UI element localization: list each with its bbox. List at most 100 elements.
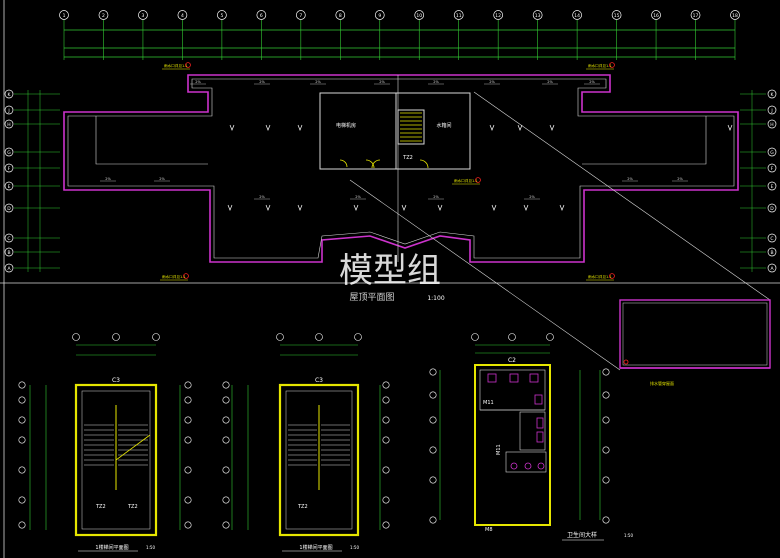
- toilet-door-2: M11: [496, 444, 502, 455]
- small-grid-circle-side: [184, 436, 192, 444]
- small-grid-circle-side: [382, 521, 390, 529]
- grid-letter-right: B: [770, 250, 773, 256]
- grid-circle-top: [730, 10, 740, 20]
- stair-middle-title: 1楼梯间平面图: [299, 544, 332, 551]
- small-grid-circle-side: [222, 381, 230, 389]
- small-grid-circle-side: [184, 381, 192, 389]
- outlet-text: 雨水口详见1-1: [454, 178, 478, 183]
- detail-box: 排水管穿屋面: [619, 299, 771, 386]
- grid-circle-top: [690, 10, 701, 20]
- stair-left-title: 1楼梯间平面图: [95, 544, 128, 551]
- grid-circle-right: [767, 203, 777, 213]
- drain-mark: [229, 124, 235, 131]
- toilet-code: C2: [508, 357, 516, 364]
- drain-mark: [401, 204, 407, 211]
- small-grid-circle-side: [184, 496, 192, 504]
- grid-circle-left: [4, 247, 14, 257]
- slope-text: 2%: [529, 195, 535, 199]
- small-grid-circle-side: [222, 396, 230, 404]
- grid-circle-left: [4, 163, 14, 173]
- slope-text: 2%: [259, 80, 265, 84]
- grid-circle-top: [493, 10, 504, 20]
- slope-text: 2%: [627, 177, 633, 181]
- slope-text: 2%: [489, 80, 495, 84]
- grid-circle-top: [532, 10, 543, 20]
- slope-text: 2%: [195, 80, 201, 84]
- grid-circle-left: [4, 89, 14, 99]
- grid-circle-top: [256, 10, 267, 20]
- drain-mark: [227, 204, 233, 211]
- grid-circle-right: [767, 105, 777, 115]
- grid-letter-right: F: [771, 166, 774, 172]
- small-grid-circle-side: [184, 521, 192, 529]
- small-grid-circle: [276, 333, 284, 341]
- slope-text: 2%: [433, 80, 439, 84]
- grid-letter-left: B: [7, 250, 10, 256]
- outlet-text: 雨水口详见1-1: [588, 63, 612, 68]
- grid-number-top: 5: [220, 13, 223, 19]
- slope-text: 2%: [547, 80, 553, 84]
- small-grid-circle-side: [382, 466, 390, 474]
- grid-number-top: 1: [63, 13, 66, 19]
- grid-circle-top: [59, 10, 69, 20]
- small-grid-circle-side: [222, 496, 230, 504]
- grid-letter-left: G: [7, 150, 11, 156]
- small-grid-circle-side: [18, 496, 26, 504]
- grid-letter-left: E: [8, 184, 11, 190]
- grid-circle-top: [414, 10, 425, 20]
- small-grid-circle: [152, 333, 160, 341]
- small-grid-circle: [72, 333, 80, 341]
- small-grid-circle: [508, 333, 516, 341]
- grid-circle-top: [177, 10, 188, 20]
- grid-circle-right: [767, 233, 777, 243]
- small-grid-circle-side: [602, 476, 610, 484]
- grid-letter-left: C: [7, 236, 10, 242]
- slope-text: 2%: [677, 177, 683, 181]
- slope-text: 2%: [259, 195, 265, 199]
- grid-number-top: 16: [653, 13, 659, 19]
- grid-number-top: 13: [535, 13, 541, 19]
- grid-circle-top: [572, 10, 582, 20]
- grid-circle-right: [767, 263, 777, 273]
- toilet-scale: 1:50: [624, 533, 633, 538]
- grid-circle-right: [767, 181, 777, 191]
- grid-circle-left: [4, 147, 14, 157]
- slope-annotations: 2%2%2%2%2%2%2%2%2%2%2%2%2%2%2%2%: [100, 80, 688, 200]
- small-grid-circle-side: [222, 466, 230, 474]
- grid-letter-right: G: [770, 150, 774, 156]
- grid-circle-top: [138, 10, 148, 20]
- toilet-door-3: M8: [485, 527, 493, 533]
- grid-letter-right: K: [771, 92, 775, 98]
- roof-core-rooms: [319, 92, 471, 170]
- slope-text: 2%: [589, 80, 595, 84]
- outlet-circle: [609, 273, 615, 279]
- grid-letter-left: K: [8, 92, 12, 98]
- small-grid-circle-side: [602, 446, 610, 454]
- drain-mark: [265, 124, 271, 131]
- small-grid-circle-side: [18, 396, 26, 404]
- grid-letter-left: A: [7, 266, 11, 272]
- small-grid-circle-side: [184, 466, 192, 474]
- grid-circle-right: [767, 89, 777, 99]
- outlet-circle: [609, 62, 615, 68]
- drain-mark: [353, 204, 359, 211]
- toilet-door-1: M11: [483, 400, 494, 406]
- leader-lines: [349, 75, 771, 371]
- grid-letter-right: H: [770, 122, 773, 128]
- grid-circle-top: [217, 10, 227, 20]
- main-plan-scale: 1:100: [427, 295, 444, 302]
- main-plan-title: 屋顶平面图: [349, 292, 394, 303]
- grid-circle-top: [651, 10, 661, 20]
- grid-number-top: 15: [614, 13, 620, 19]
- small-grid-circle-side: [429, 516, 437, 524]
- grid-letter-right: J: [770, 108, 772, 114]
- stair-middle-label: TZ2: [297, 504, 308, 510]
- grid-circle-right: [767, 247, 777, 257]
- outlet-circle: [183, 273, 189, 279]
- small-grid-circle-side: [602, 416, 610, 424]
- grid-circle-left: [4, 119, 14, 129]
